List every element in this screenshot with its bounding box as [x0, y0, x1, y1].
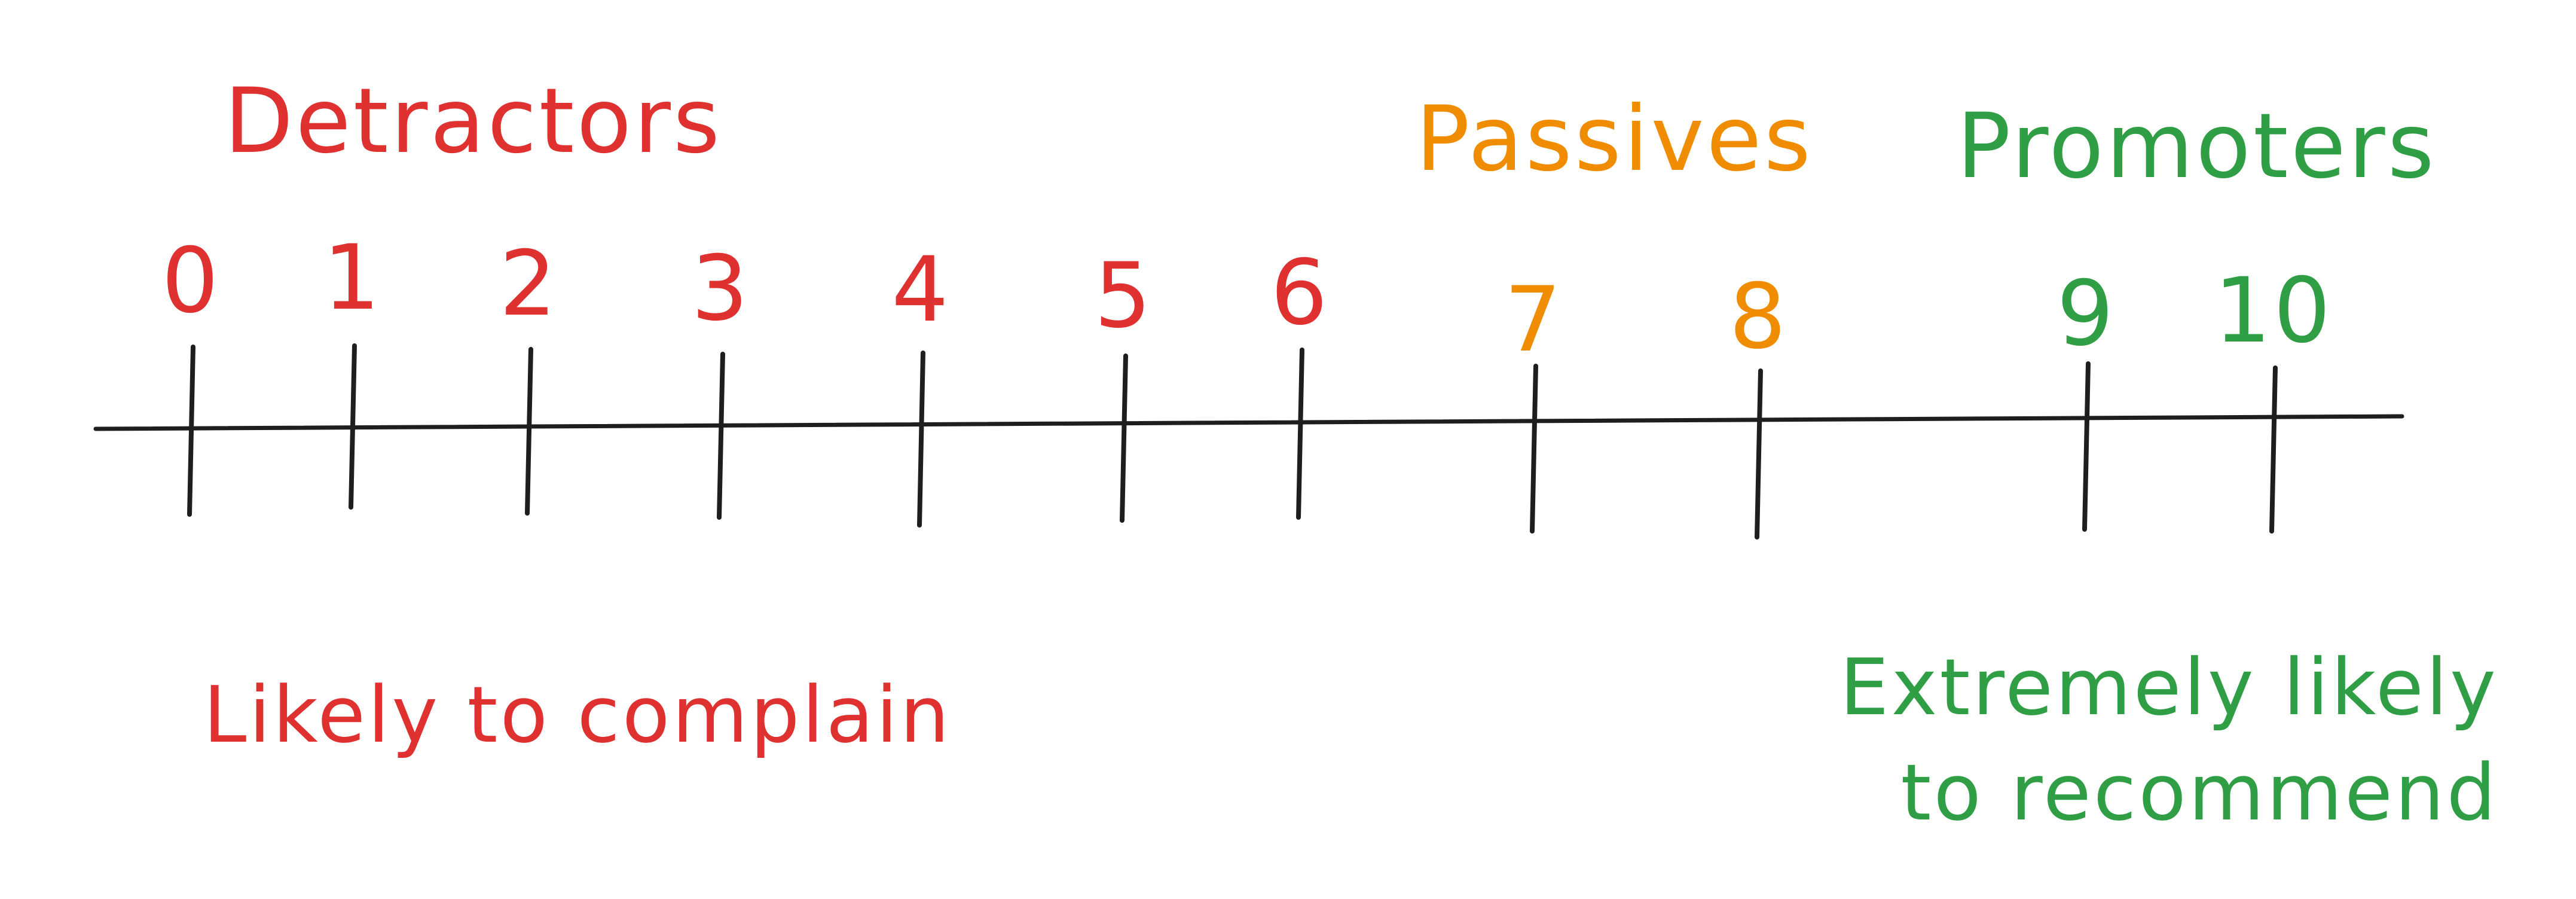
tick-label-8: 8	[1729, 265, 1789, 369]
tick-mark-0	[187, 345, 195, 517]
tick-marks	[187, 343, 2278, 540]
tick-mark-6	[1296, 348, 1304, 520]
tick-label-7: 7	[1504, 268, 1564, 372]
promoters-note-line-1: Extremely likely	[1839, 642, 2498, 733]
tick-mark-2	[525, 347, 533, 516]
promoters-note: Extremely likely to recommend	[1839, 635, 2498, 845]
tick-mark-4	[917, 351, 925, 528]
tick-label-3: 3	[691, 237, 751, 341]
detractors-title: Detractors	[224, 69, 723, 173]
tick-mark-7	[1530, 364, 1538, 534]
passives-title: Passives	[1416, 87, 1813, 191]
tick-label-6: 6	[1270, 241, 1330, 345]
tick-label-1: 1	[323, 226, 383, 330]
tick-mark-8	[1755, 368, 1763, 540]
tick-mark-9	[2082, 361, 2091, 532]
tick-label-5: 5	[1094, 244, 1154, 348]
tick-mark-3	[717, 352, 725, 520]
tick-label-10: 10	[2214, 259, 2333, 363]
tick-mark-5	[1120, 353, 1128, 523]
tick-label-4: 4	[891, 238, 951, 342]
tick-label-9: 9	[2056, 262, 2116, 366]
tick-label-0: 0	[161, 229, 221, 333]
tick-mark-1	[349, 343, 357, 510]
tick-label-2: 2	[499, 232, 559, 336]
tick-mark-10	[2269, 365, 2278, 534]
promoters-title: Promoters	[1957, 95, 2437, 199]
promoters-note-line-2: to recommend	[1900, 746, 2498, 838]
detractors-note: Likely to complain	[203, 669, 952, 760]
scale-axis-line	[93, 414, 2404, 431]
